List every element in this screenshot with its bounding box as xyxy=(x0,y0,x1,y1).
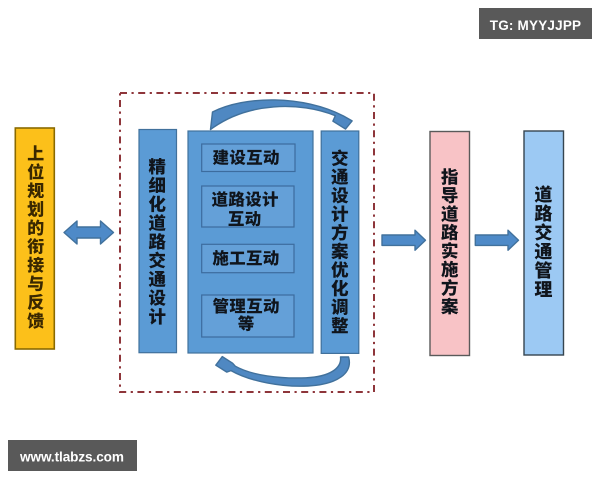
svg-text:TG: MYYJJPP: TG: MYYJJPP xyxy=(490,18,581,33)
svg-text:www.tlabzs.com: www.tlabzs.com xyxy=(19,450,124,465)
